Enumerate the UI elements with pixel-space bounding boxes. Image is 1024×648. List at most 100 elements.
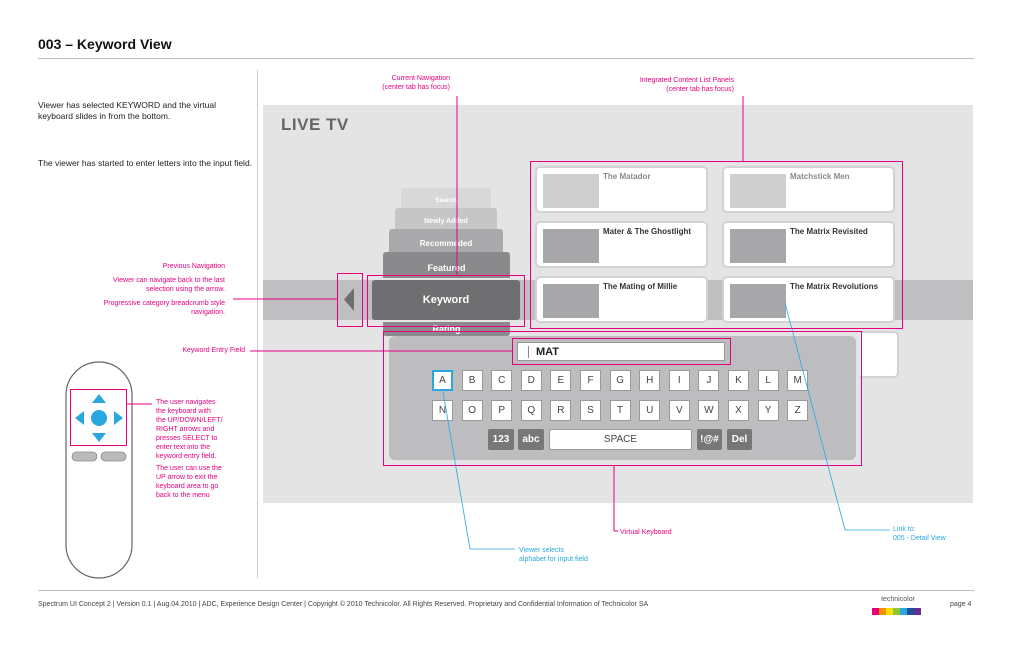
annotation-text: Current Navigation (391, 75, 450, 82)
content-card[interactable]: The Matrix Revolutions (722, 276, 895, 323)
annotation-link: Link to: 005 - Detail View (893, 525, 983, 543)
annotation-text: (center tab has focus) (666, 86, 734, 93)
logo-color-bar (872, 608, 921, 615)
column-divider (257, 70, 258, 578)
annotation-viewer-can: Viewer can navigate back to the last sel… (60, 276, 225, 294)
annotation-viewer-selects: Viewer selects alphabet for input field (519, 546, 629, 564)
content-card-partial (860, 331, 899, 378)
key-x[interactable]: X (728, 400, 749, 421)
annotation-text: (center tab has focus) (382, 84, 450, 91)
annotation-text: Link to: (893, 526, 916, 533)
key-b[interactable]: B (461, 370, 483, 391)
dpad-icon (75, 394, 123, 442)
key-n[interactable]: N (432, 400, 453, 421)
page-number: page 4 (950, 601, 972, 608)
key-c[interactable]: C (491, 370, 513, 391)
annotation-text: Viewer can navigate back to the last (113, 277, 225, 284)
space-key[interactable]: SPACE (549, 429, 692, 450)
key-h[interactable]: H (639, 370, 661, 391)
annotation-previous-nav: Previous Navigation (162, 263, 225, 270)
key-z[interactable]: Z (787, 400, 809, 421)
technicolor-logo: technicolor (868, 596, 928, 621)
annotation-integrated: Integrated Content List Panels (center t… (584, 76, 734, 94)
key-m[interactable]: M (787, 370, 809, 391)
key-g[interactable]: G (609, 370, 631, 391)
current-nav-highlight (367, 275, 525, 327)
key-s[interactable]: S (580, 400, 601, 421)
card-thumbnail (543, 284, 599, 318)
content-card[interactable]: Matchstick Men (722, 166, 895, 213)
card-thumbnail (730, 229, 786, 263)
key-j[interactable]: J (698, 370, 720, 391)
tab-search[interactable]: Search (401, 188, 491, 208)
card-title: The Matrix Revisited (790, 227, 868, 236)
description-para-2: The viewer has started to enter letters … (38, 158, 253, 168)
key-d[interactable]: D (520, 370, 542, 391)
card-title: The Mating of Millie (603, 282, 678, 291)
tab-keyword[interactable]: Keyword (372, 280, 520, 320)
card-title: Matchstick Men (790, 172, 850, 181)
numbers-key[interactable]: 123 (488, 429, 514, 450)
annotation-text: 005 - Detail View (893, 535, 946, 542)
key-e[interactable]: E (550, 370, 572, 391)
key-t[interactable]: T (609, 400, 631, 421)
key-r[interactable]: R (550, 400, 572, 421)
card-thumbnail (730, 174, 786, 208)
annotation-text: Progressive category breadcrumb style (103, 300, 225, 307)
card-thumbnail (730, 284, 786, 318)
annotation-remote-exit: The user can use the UP arrow to exit th… (156, 465, 222, 499)
key-i[interactable]: I (668, 370, 690, 391)
key-w[interactable]: W (698, 400, 720, 421)
keyword-input[interactable]: MAT (517, 342, 725, 361)
card-thumbnail (543, 229, 599, 263)
key-f[interactable]: F (580, 370, 601, 391)
keyboard-highlight (383, 331, 862, 466)
annotation-text: Integrated Content List Panels (639, 77, 734, 84)
card-title: The Matrix Revolutions (790, 282, 879, 291)
text-cursor (528, 346, 529, 358)
description-para-1: Viewer has selected KEYWORD and the virt… (38, 100, 216, 121)
key-p[interactable]: P (491, 400, 513, 421)
annotation-text: alphabet for input field (519, 556, 588, 563)
delete-key[interactable]: Del (727, 429, 752, 450)
tab-rating[interactable]: Rating (383, 322, 510, 336)
annotation-progressive: Progressive category breadcrumb style na… (60, 299, 225, 317)
content-card[interactable]: The Matador (535, 166, 708, 213)
tab-recommeded[interactable]: Recommeded (389, 229, 503, 253)
keyword-entry-highlight (512, 338, 731, 365)
key-v[interactable]: V (668, 400, 690, 421)
content-card[interactable]: The Matrix Revisited (722, 221, 895, 268)
annotation-text: Viewer selects (519, 547, 565, 554)
card-thumbnail (543, 174, 599, 208)
annotation-remote-nav: The user navigates the keyboard with the… (156, 399, 223, 460)
content-card[interactable]: Mater & The Ghostlight (535, 221, 708, 268)
tab-newly-added[interactable]: Newly Added (395, 208, 497, 230)
content-card[interactable]: The Mating of Millie (535, 276, 708, 323)
key-y[interactable]: Y (757, 400, 779, 421)
header-divider (38, 58, 974, 59)
key-o[interactable]: O (461, 400, 483, 421)
screen-title: LIVE TV (281, 115, 349, 134)
key-k[interactable]: K (728, 370, 749, 391)
dpad-highlight (70, 389, 127, 446)
footer-text: Spectrum UI Concept 2 | Version 0.1 | Au… (38, 601, 649, 608)
footer-divider (38, 590, 974, 591)
brand-name: technicolor (881, 596, 915, 603)
keyword-input-value: MAT (536, 346, 560, 358)
annotation-keyword-entry: Keyword Entry Field (182, 347, 245, 354)
abc-key[interactable]: abc (518, 429, 544, 450)
annotation-current-nav: Current Navigation (center tab has focus… (330, 74, 450, 92)
card-title: The Matador (603, 172, 651, 181)
symbols-key[interactable]: !@# (697, 429, 722, 450)
card-title: Mater & The Ghostlight (603, 227, 691, 236)
annotation-text: selection using the arrow. (146, 286, 225, 293)
key-l[interactable]: L (757, 370, 779, 391)
key-u[interactable]: U (639, 400, 661, 421)
annotation-virtual-keyboard: Virtual Keyboard (620, 529, 672, 536)
key-q[interactable]: Q (520, 400, 542, 421)
content-panels-highlight (530, 161, 903, 329)
key-a[interactable]: A (432, 370, 453, 391)
back-arrow-button[interactable] (337, 273, 363, 327)
tab-featured[interactable]: Featured (383, 252, 510, 278)
